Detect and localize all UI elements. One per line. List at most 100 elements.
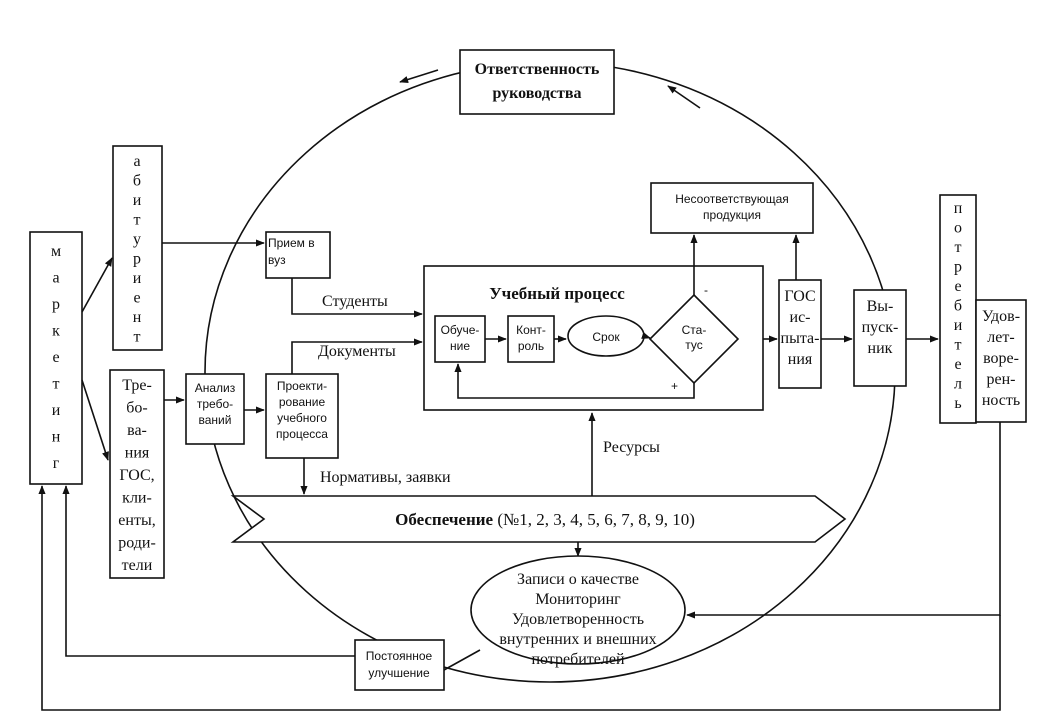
- consumer-letters-line: т: [955, 239, 962, 256]
- provision-banner: [230, 495, 847, 543]
- marketing-letters-line: т: [53, 376, 60, 393]
- consumer-letters-line: е: [954, 278, 961, 295]
- records-text-line: внутренних и внешних: [499, 631, 656, 648]
- status-text: Ста-тус: [682, 323, 707, 352]
- consumer-letters-line: о: [954, 220, 962, 237]
- resources-label: Ресурсы: [603, 439, 660, 456]
- provision-label: Обеспечение (№1, 2, 3, 4, 5, 6, 7, 8, 9,…: [395, 510, 695, 529]
- marketing-letters-line: е: [52, 349, 59, 366]
- status-minus-sign: -: [704, 283, 708, 297]
- management-responsibility-box: [459, 49, 615, 115]
- consumer-letters-line: е: [954, 356, 961, 373]
- applicant-letters-line: т: [134, 212, 141, 229]
- consumer-letters-line: ь: [954, 395, 961, 412]
- records-text-line: потребителей: [531, 651, 625, 668]
- applicant-box: [112, 145, 163, 351]
- applicant-letters-line: р: [133, 251, 141, 268]
- admission-text-line: вуз: [268, 253, 286, 267]
- requirements-text-line: ния: [125, 445, 150, 462]
- arrow-students: [291, 278, 423, 318]
- training-text-line: Обуче-: [441, 323, 480, 337]
- arrow-marketing-to-applicant: [81, 257, 113, 313]
- requirements-text-line: Тре-: [122, 377, 152, 394]
- requirements-text-line: роди-: [118, 535, 156, 552]
- cycle-arrow-top-right: [667, 85, 701, 109]
- consumer-letters-line: л: [954, 376, 962, 393]
- requirements-text-line: ГОС,: [119, 467, 154, 484]
- satisfaction-text-line: лет-: [987, 329, 1014, 346]
- marketing-letters-line: м: [51, 243, 61, 260]
- norms-label: Нормативы, заявки: [320, 469, 451, 486]
- applicant-letters-line: а: [133, 153, 140, 170]
- exams-text-line: ГОС: [784, 288, 815, 305]
- exams-text-line: пыта-: [781, 330, 820, 347]
- records-text-line: Записи о качестве: [517, 571, 639, 588]
- requirements-text-line: бо-: [126, 400, 147, 417]
- graduate-box: [853, 289, 907, 387]
- marketing-letters-line: г: [53, 455, 60, 472]
- marketing-letters-line: н: [52, 429, 61, 446]
- design-text-line: процесса: [276, 427, 328, 441]
- arrow-documents: [291, 338, 423, 374]
- consumer-letters-line: и: [954, 317, 963, 334]
- provision-label-bold: Обеспечение: [395, 510, 493, 529]
- quality-records-text: Записи о качествеМониторингУдовлетворенн…: [499, 571, 656, 668]
- applicant-letters-line: е: [133, 290, 140, 307]
- graduate-text-line: пуск-: [862, 319, 899, 336]
- marketing-letters-line: и: [52, 402, 61, 419]
- analysis-text-line: Анализ: [195, 381, 236, 395]
- arrow-consumer-feedback-to-marketing: [38, 485, 1001, 711]
- provision-label-rest: (№1, 2, 3, 4, 5, 6, 7, 8, 9, 10): [493, 510, 695, 529]
- control-text-line: Конт-: [516, 323, 546, 337]
- arrow-term-to-status: [641, 332, 651, 339]
- design-text-line: рование: [279, 395, 326, 409]
- status-text-line: тус: [685, 338, 703, 352]
- satisfaction-text-line: рен-: [987, 371, 1016, 388]
- training-box: [434, 315, 486, 363]
- applicant-letters-line: и: [133, 270, 142, 287]
- satisfaction-text-line: ность: [982, 392, 1020, 409]
- marketing-letters-line: к: [52, 323, 60, 340]
- applicant-letters-line: б: [133, 173, 141, 190]
- quality-records-ellipse: [470, 555, 686, 665]
- arrow-marketing-to-requirements: [81, 379, 109, 461]
- marketing-box: [29, 231, 83, 485]
- exams-text-line: ис-: [790, 309, 811, 326]
- requirements-text-line: ва-: [127, 422, 147, 439]
- requirements-text-line: енты,: [118, 512, 155, 529]
- records-text-line: Удовлетворенность: [512, 611, 644, 628]
- students-label: Студенты: [322, 293, 388, 310]
- consumer-letters-line: т: [955, 337, 962, 354]
- marketing-letters-line: р: [52, 296, 60, 313]
- state-exams-box: [778, 279, 822, 389]
- status-plus-sign: +: [671, 379, 678, 393]
- management-responsibility-line1: Ответственность: [475, 61, 600, 78]
- analysis-text-line: ваний: [199, 413, 232, 427]
- training-text: Обуче-ние: [441, 323, 480, 353]
- graduate-text-line: Вы-: [867, 298, 894, 315]
- satisfaction-text: Удов-лет-воре-рен-ность: [982, 308, 1020, 409]
- nonconforming-text-line: Несоответствующая: [675, 192, 789, 206]
- control-box: [507, 315, 555, 363]
- graduate-text: Вы-пуск-ник: [862, 298, 899, 357]
- records-to-improvement-connector: [443, 649, 481, 671]
- applicant-letters-line: н: [133, 309, 142, 326]
- nonconforming-text-line: продукция: [703, 208, 761, 222]
- arrow-status-feedback: [454, 363, 695, 399]
- admission-box: [265, 231, 331, 279]
- requirements-analysis-box: [185, 373, 245, 445]
- consumer-letters-line: п: [954, 200, 963, 217]
- satisfaction-box: [975, 299, 1027, 423]
- requirements-box: [109, 369, 165, 579]
- applicant-letters-line: и: [133, 192, 142, 209]
